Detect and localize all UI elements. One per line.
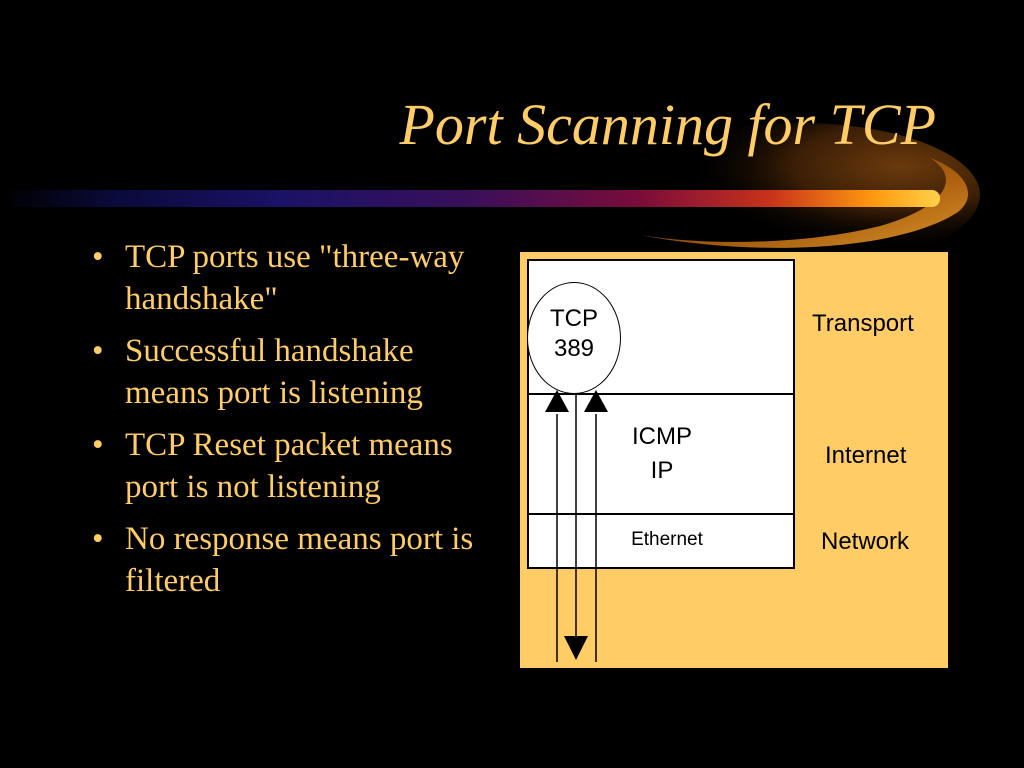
icmp-ip-label: ICMP IP: [612, 420, 712, 488]
tcp-label-line1: TCP: [550, 305, 598, 332]
network-layer-box: [527, 513, 795, 569]
bullet-text: TCP Reset packet means port is not liste…: [125, 427, 453, 505]
bullet-glyph: •: [92, 239, 104, 275]
tcp-label-line2: 389: [553, 335, 595, 362]
bullet-item: • Successful handshake means port is list…: [92, 330, 482, 414]
network-layer-label: Network: [821, 528, 910, 555]
bullet-glyph: •: [92, 521, 104, 557]
internet-layer-box: [527, 393, 795, 515]
tcp-port-label: TCP 389: [527, 304, 621, 364]
transport-layer-label: Transport: [812, 310, 914, 337]
ethernet-label: Ethernet: [631, 529, 703, 550]
bullet-text: TCP ports use "three-way handshake": [125, 239, 465, 317]
bullet-item: • No response means port is filtered: [92, 518, 482, 602]
swoosh-ring: [640, 158, 969, 248]
icmp-label-line2: IP: [650, 457, 674, 484]
bullet-list: • TCP ports use "three-way handshake" • Su…: [92, 236, 482, 612]
bullet-glyph: •: [92, 427, 104, 463]
up-arrow-icon: [584, 390, 608, 412]
icmp-label-line1: ICMP: [632, 423, 692, 450]
bullet-text: No response means port is filtered: [125, 521, 474, 599]
bullet-item: • TCP Reset packet means port is not list…: [92, 424, 482, 508]
up-arrow-icon: [545, 390, 569, 412]
tcp-port-circle: [527, 282, 621, 394]
handshake-arrows: [545, 390, 608, 662]
bullet-text: Successful handshake means port is liste…: [125, 333, 423, 411]
title-underline-bar: [0, 190, 940, 207]
internet-layer-label: Internet: [825, 442, 907, 469]
down-arrow-icon: [564, 636, 588, 660]
bullet-item: • TCP ports use "three-way handshake": [92, 236, 482, 320]
protocol-stack-diagram: TCP 389 ICMP IP Ethernet Transport Inter…: [520, 252, 948, 668]
slide-title: Port Scanning for TCP: [399, 92, 936, 157]
bullet-glyph: •: [92, 333, 104, 369]
